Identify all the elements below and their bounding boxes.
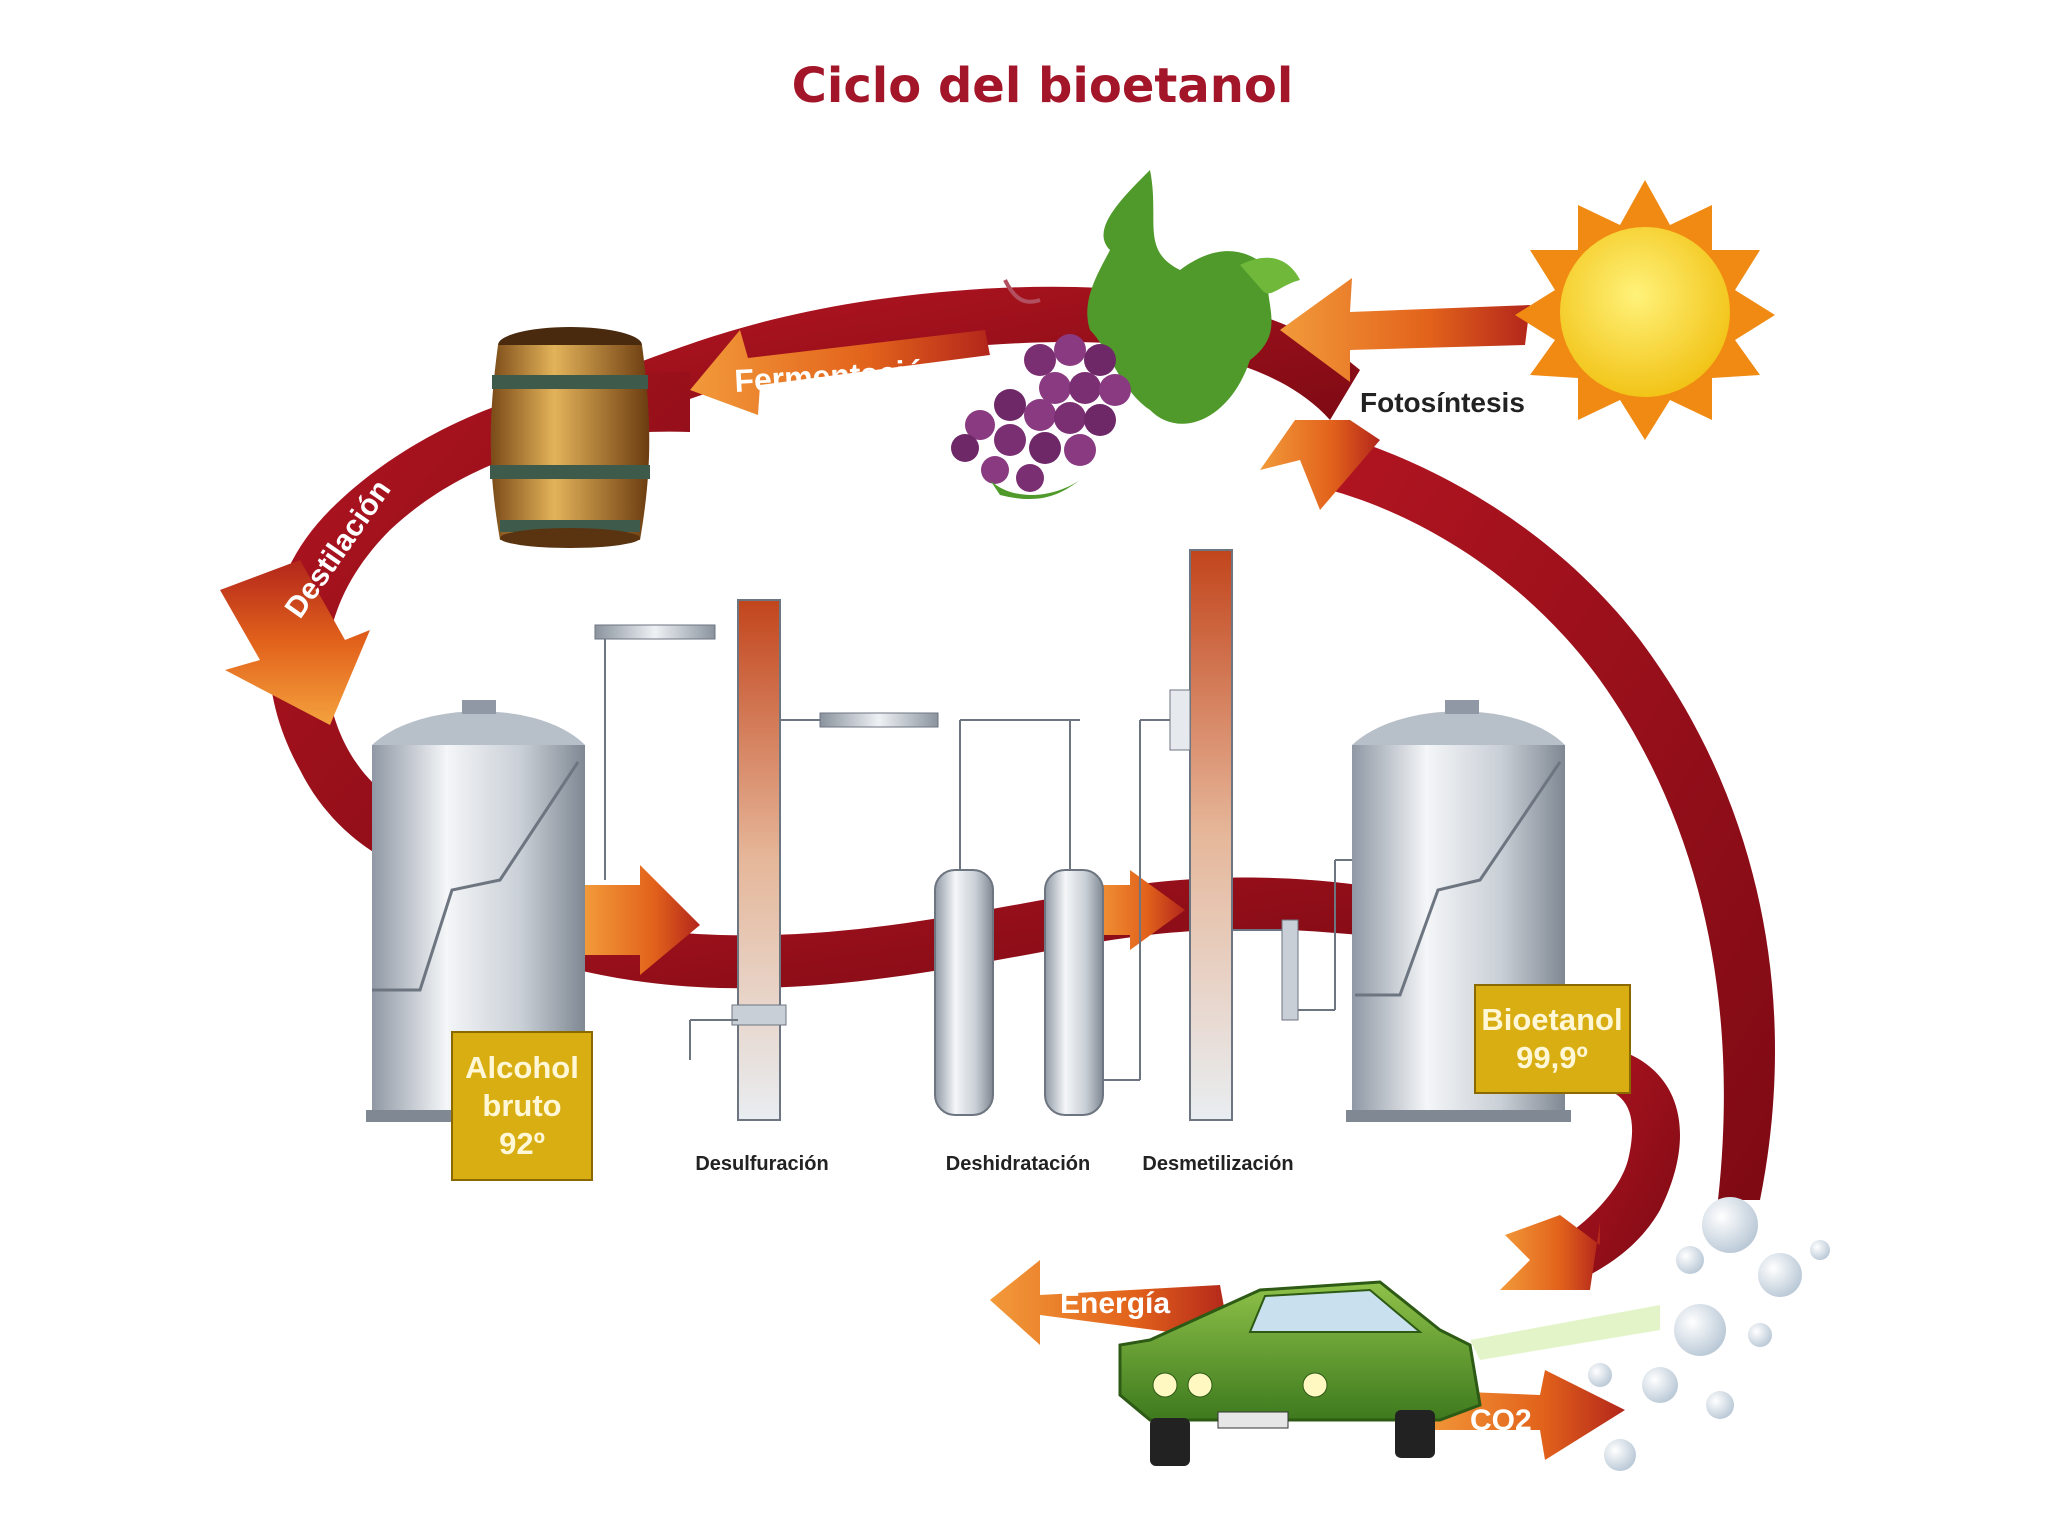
stage-desulfuracion: Desulfuración: [695, 1153, 828, 1175]
tag-alcohol-line3: 92º: [499, 1126, 545, 1161]
label-energia: Energía: [1060, 1287, 1170, 1320]
arrow-fermentacion: [690, 330, 990, 415]
arrow-energia: [990, 1260, 1230, 1345]
arrow-fotosintesis: [1280, 278, 1530, 382]
arrow-destilacion: [220, 560, 370, 725]
sun-icon: [1515, 180, 1775, 440]
grapes-icon: [951, 170, 1300, 500]
arrow-to-car: [1500, 1215, 1600, 1290]
stage-desmetilizacion: Desmetilización: [1142, 1153, 1293, 1175]
tag-alcohol-line1: Alcohol: [465, 1050, 579, 1085]
car-icon: [1118, 1280, 1660, 1466]
red-ribbon-to-car: [1560, 1045, 1680, 1280]
tag-alcohol-line2: bruto: [482, 1088, 561, 1123]
tag-bioetanol-line1: Bioetanol: [1481, 1002, 1622, 1037]
arrow-process-2: [1090, 870, 1185, 950]
bubbles-icon: [1588, 1197, 1830, 1471]
process-equipment: [594, 549, 1352, 1121]
red-ribbon-left: [268, 371, 690, 870]
diagram-title: Ciclo del bioetanol: [791, 58, 1294, 114]
tag-bioetanol-line2: 99,9º: [1516, 1040, 1588, 1075]
label-co2: CO2: [1470, 1404, 1532, 1437]
stage-deshidratacion: Deshidratación: [946, 1153, 1090, 1175]
label-fotosintesis: Fotosíntesis: [1360, 387, 1525, 418]
tag-alcohol-bruto: Alcohol bruto 92º: [451, 1031, 593, 1181]
tag-bioetanol: Bioetanol 99,9º: [1474, 984, 1631, 1094]
red-ribbon-right: [1320, 430, 1775, 1200]
arrow-to-grapes: [1260, 420, 1380, 510]
flow-arrows: [220, 278, 1625, 1460]
arrow-process-1: [585, 865, 700, 975]
barrel-icon: [490, 327, 650, 548]
